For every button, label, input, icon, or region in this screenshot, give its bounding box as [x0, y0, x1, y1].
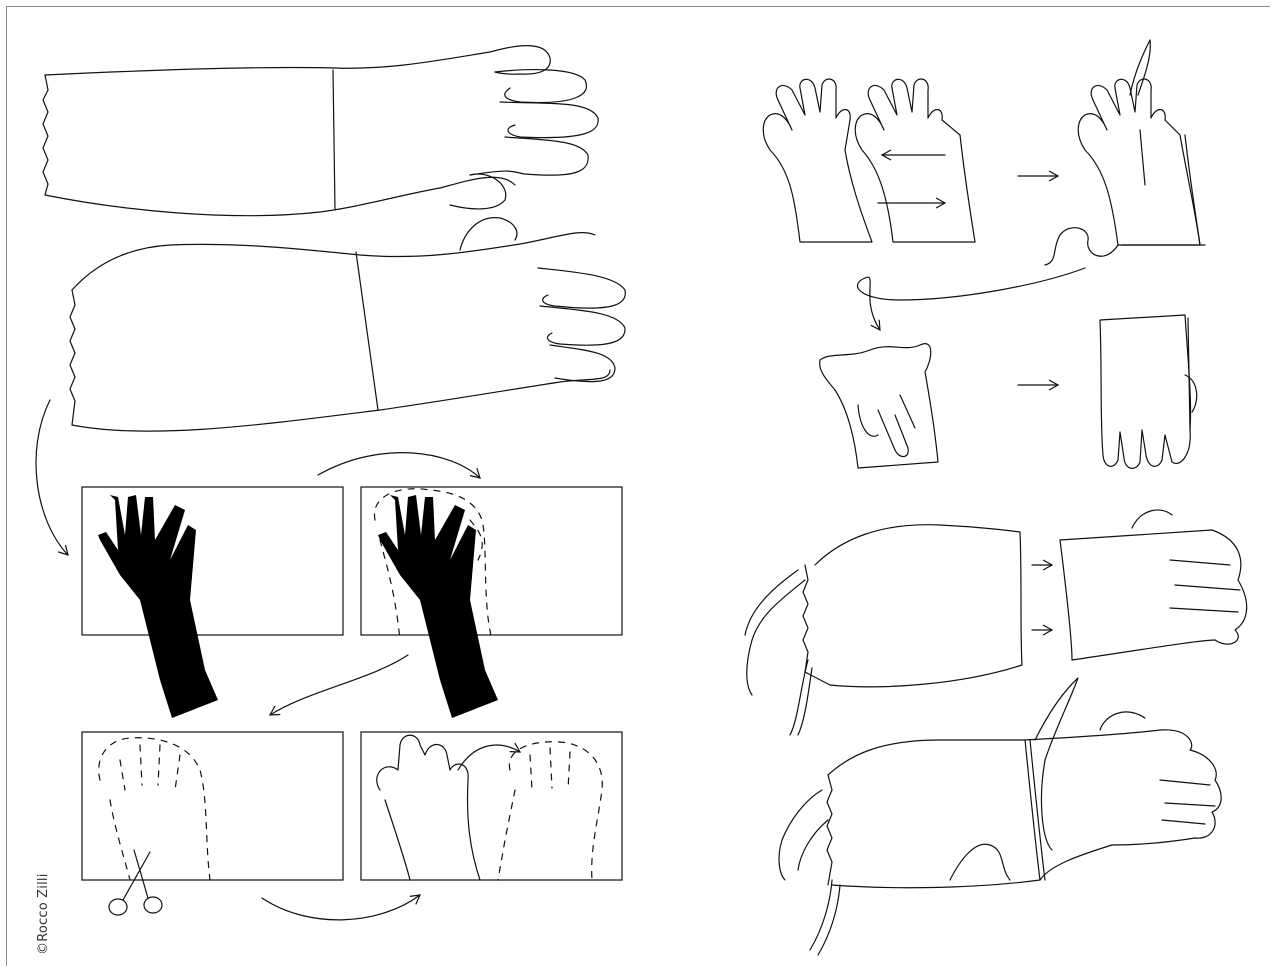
- arrow-inside-box4: [457, 742, 522, 771]
- dashed-piece: [497, 741, 603, 881]
- cut-glove-piece: [376, 734, 481, 881]
- gauntlet-assembled: [778, 677, 1222, 956]
- hand-silhouette-2: [378, 495, 498, 718]
- long-glove-bottom: [69, 217, 626, 432]
- arrow-to-turned-glove: [857, 267, 1086, 332]
- copyright-credit: ©Rocco Zilli: [36, 873, 51, 955]
- page-frame: [6, 6, 1270, 966]
- arrow-box2-to-box3: [268, 654, 409, 716]
- glove-turned: [819, 343, 939, 469]
- glove-stitched: [1044, 39, 1206, 266]
- arrow-box3-to-box4: [261, 894, 421, 921]
- dashed-hand-pattern: [98, 737, 211, 881]
- gauntlet-cuff-upper: [744, 509, 1248, 736]
- arrow-to-box1: [35, 399, 69, 556]
- panel-dashed-pattern: [81, 731, 344, 881]
- hand-silhouette: [98, 495, 218, 718]
- traced-outline: [373, 488, 493, 641]
- arrow-box1-to-box2: [317, 452, 481, 479]
- scissors-icon: [108, 849, 163, 916]
- panel-hand-outline: [360, 486, 623, 636]
- long-glove-top: [42, 45, 599, 217]
- glove-halves: [762, 78, 976, 243]
- panel-cut-pieces: [360, 731, 623, 881]
- panel-hand-silhouette: [81, 486, 344, 636]
- glove-finished: [1099, 314, 1198, 469]
